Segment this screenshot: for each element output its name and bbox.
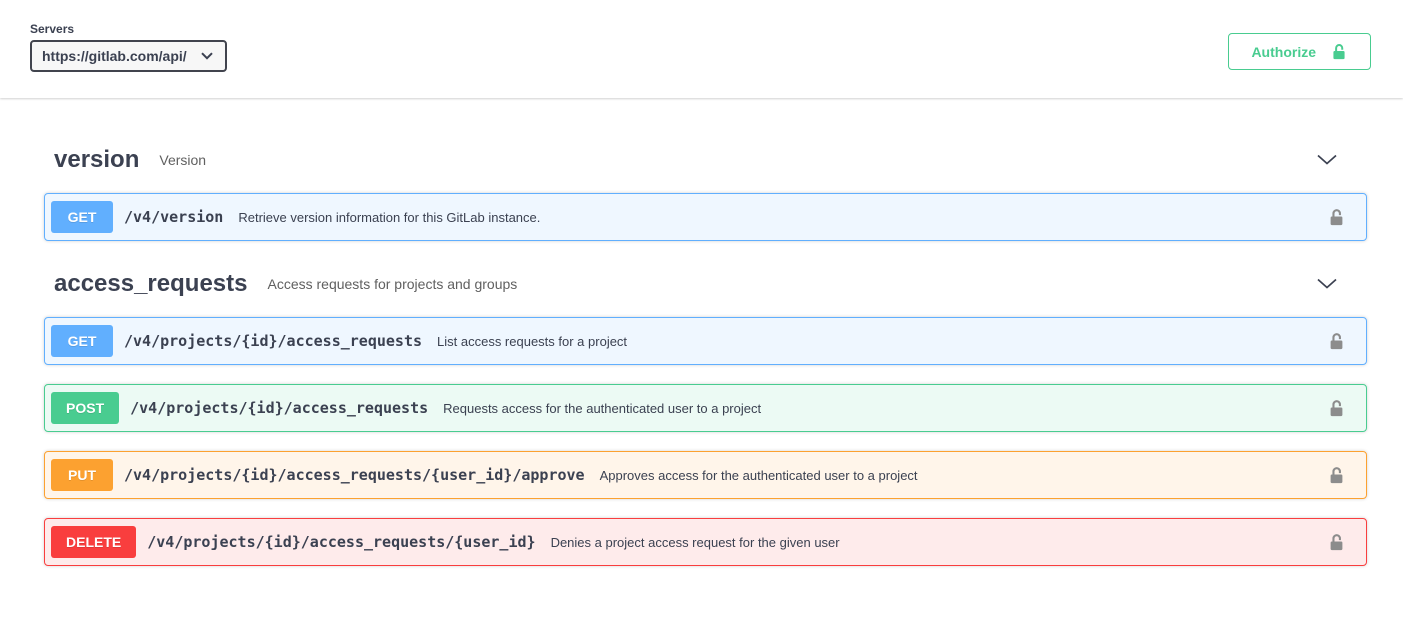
method-badge: GET bbox=[51, 325, 113, 357]
authorization-lock-button[interactable] bbox=[1325, 331, 1348, 351]
unlock-icon bbox=[1327, 532, 1346, 552]
unlock-icon bbox=[1330, 42, 1348, 61]
tag-title: version bbox=[54, 146, 140, 173]
tag-section-version[interactable]: version Version bbox=[44, 136, 1367, 184]
operation-row-delete-access-request[interactable]: DELETE /v4/projects/{id}/access_requests… bbox=[44, 518, 1367, 566]
unlock-icon bbox=[1327, 331, 1346, 351]
operation-summary: Denies a project access request for the … bbox=[550, 534, 840, 550]
operation-row-put-approve[interactable]: PUT /v4/projects/{id}/access_requests/{u… bbox=[44, 451, 1367, 499]
api-operations-list: version Version GET /v4/version Retrieve… bbox=[0, 98, 1403, 566]
chevron-down-icon[interactable] bbox=[1315, 151, 1339, 169]
operation-summary: List access requests for a project bbox=[437, 333, 628, 349]
unlock-icon bbox=[1327, 465, 1346, 485]
authorization-lock-button[interactable] bbox=[1325, 207, 1348, 227]
servers-select[interactable]: https://gitlab.com/api/ bbox=[30, 40, 227, 72]
unlock-icon bbox=[1327, 398, 1346, 418]
servers-block: Servers https://gitlab.com/api/ bbox=[30, 22, 227, 72]
operation-summary: Requests access for the authenticated us… bbox=[443, 400, 762, 416]
tag-description: Access requests for projects and groups bbox=[267, 276, 518, 292]
authorize-button-label: Authorize bbox=[1251, 43, 1316, 60]
operation-row-get-access-requests[interactable]: GET /v4/projects/{id}/access_requests Li… bbox=[44, 317, 1367, 365]
operation-path: /v4/projects/{id}/access_requests/{user_… bbox=[147, 533, 536, 551]
operation-path: /v4/projects/{id}/access_requests bbox=[124, 332, 423, 350]
authorization-lock-button[interactable] bbox=[1325, 398, 1348, 418]
operation-path: /v4/version bbox=[124, 208, 224, 226]
servers-select-value: https://gitlab.com/api/ bbox=[42, 48, 187, 64]
authorization-lock-button[interactable] bbox=[1325, 465, 1348, 485]
authorization-lock-button[interactable] bbox=[1325, 532, 1348, 552]
operation-path: /v4/projects/{id}/access_requests bbox=[130, 399, 429, 417]
scheme-container: Servers https://gitlab.com/api/ Authoriz… bbox=[0, 0, 1403, 98]
servers-label: Servers bbox=[30, 22, 75, 36]
method-badge: GET bbox=[51, 201, 113, 233]
tag-title: access_requests bbox=[54, 270, 248, 297]
chevron-down-icon[interactable] bbox=[1315, 275, 1339, 293]
operation-summary: Approves access for the authenticated us… bbox=[599, 467, 918, 483]
tag-section-access-requests[interactable]: access_requests Access requests for proj… bbox=[44, 260, 1367, 308]
operation-summary: Retrieve version information for this Gi… bbox=[238, 209, 541, 225]
authorize-button[interactable]: Authorize bbox=[1228, 33, 1371, 70]
unlock-icon bbox=[1327, 207, 1346, 227]
method-badge: POST bbox=[51, 392, 120, 424]
operation-row-get-version[interactable]: GET /v4/version Retrieve version informa… bbox=[44, 193, 1367, 241]
tag-description: Version bbox=[159, 152, 207, 168]
method-badge: DELETE bbox=[51, 526, 137, 558]
method-badge: PUT bbox=[51, 459, 113, 491]
operation-path: /v4/projects/{id}/access_requests/{user_… bbox=[124, 466, 585, 484]
chevron-down-icon bbox=[200, 52, 213, 60]
operation-row-post-access-requests[interactable]: POST /v4/projects/{id}/access_requests R… bbox=[44, 384, 1367, 432]
